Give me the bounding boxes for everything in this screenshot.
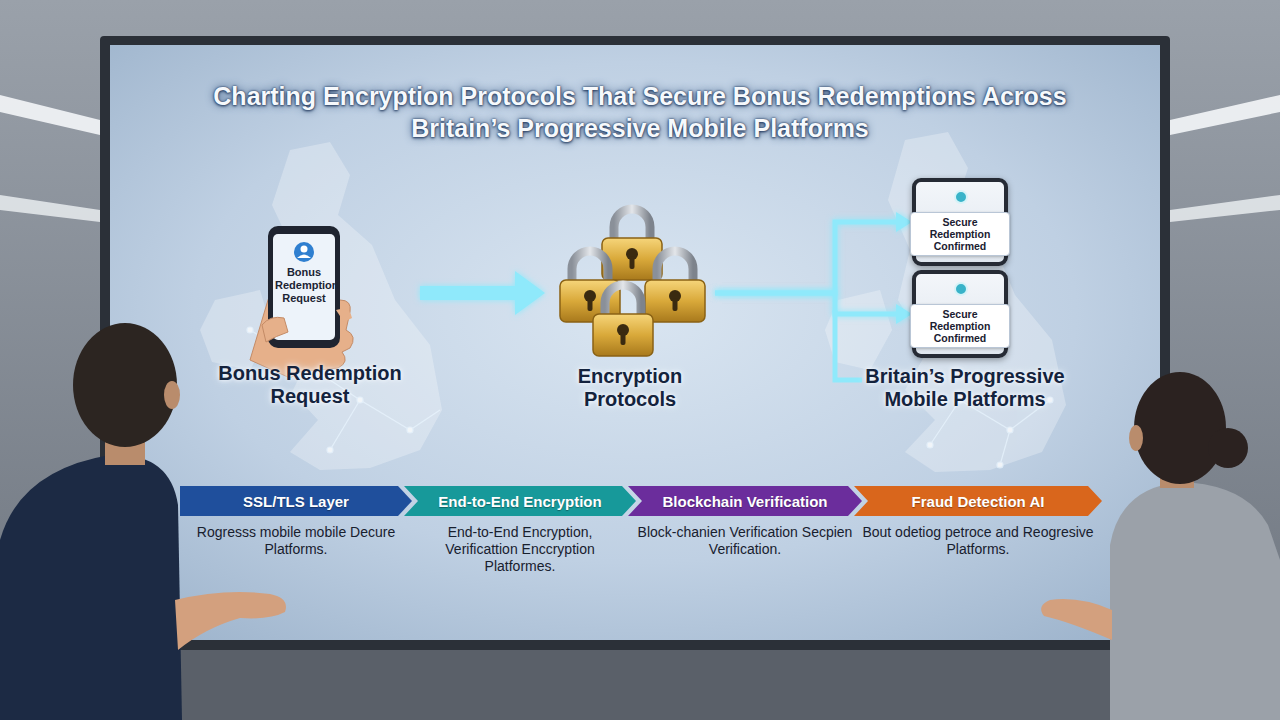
step-description: Block-chanien Verification Secpien Verif…: [636, 524, 854, 558]
woman-silhouette: [1208, 428, 1248, 468]
chevron-band: SSL/TLS Layer: [180, 486, 412, 516]
mobile-phone-node: Secure Redemption Confirmed: [912, 270, 1008, 358]
network-lines: [410, 410, 440, 430]
woman-silhouette: [1041, 599, 1112, 640]
network-lines: [327, 447, 333, 453]
process-chevron: Fraud Detection AI Bout odetiog petroce a…: [854, 486, 1102, 578]
illustration-node: Bonus Redemption RequestBonus Redemption…: [200, 222, 420, 414]
app-icon: [954, 190, 968, 204]
step-heading: End-to-End Encryption: [438, 493, 601, 510]
room-wall: [0, 195, 100, 222]
man-silhouette: [164, 381, 180, 409]
flow-arrow: [715, 212, 912, 293]
chevron-band: Fraud Detection AI: [854, 486, 1102, 516]
padlock-group: [645, 251, 705, 322]
app-icon: [954, 282, 968, 296]
step-heading: Fraud Detection AI: [912, 493, 1045, 510]
diagram-title: Charting Encryption Protocols That Secur…: [190, 80, 1090, 144]
network-lines: [1047, 397, 1053, 403]
confirmation-badge: Secure Redemption Confirmed: [910, 304, 1010, 348]
process-chevron: SSL/TLS LayerRogresss mobile mobile Decu…: [180, 486, 412, 578]
process-chevron: Blockchain VerificationBlock-chanien Ver…: [628, 486, 862, 578]
uk-map: [272, 142, 442, 470]
display-screen: [100, 36, 1170, 650]
display-screen: [100, 36, 1170, 650]
man-silhouette: [105, 430, 145, 465]
hand-holding-phone: [336, 309, 352, 322]
uk-map: [200, 132, 1066, 472]
network-lines: [1000, 430, 1010, 465]
arrow-head: [515, 271, 545, 315]
padlock-group: [593, 285, 653, 356]
hand-holding-phone: [262, 317, 288, 342]
network-lines: [407, 427, 413, 433]
room-wall: [0, 95, 100, 135]
woman-silhouette: [1110, 482, 1280, 720]
branch-bracket: [835, 310, 862, 380]
uk-map: [888, 132, 1066, 472]
step-description: Rogresss mobile mobile Decure Platforms.: [188, 524, 404, 558]
node-label: Bonus Redemption Request: [210, 362, 410, 408]
padlock-group: [560, 209, 705, 356]
hand-holding-phone: [301, 246, 308, 253]
room-wall: [1170, 195, 1280, 222]
man-silhouette: [0, 323, 286, 720]
illustration-node: Encryption Protocols: [545, 200, 715, 414]
chevron-band: Blockchain Verification: [628, 486, 862, 516]
step-heading: Blockchain Verification: [662, 493, 827, 510]
process-chevron: End-to-End EncryptionEnd-to-End Encrypti…: [404, 486, 636, 578]
woman-silhouette: [1134, 372, 1226, 484]
network-lines: [927, 442, 933, 448]
chevron-band: End-to-End Encryption: [404, 486, 636, 516]
phone-screen-text: Bonus Redemption Request: [275, 266, 333, 305]
hand-holding-phone: [294, 242, 314, 262]
hand-holding-phone: [250, 226, 353, 378]
network-lines: [330, 400, 360, 450]
network-lines: [357, 397, 363, 403]
woman-silhouette: [1160, 460, 1194, 488]
flow-arrow: [420, 271, 545, 315]
confirmation-badge: Secure Redemption Confirmed: [910, 212, 1010, 256]
room-wall: [0, 650, 1280, 720]
node-label: Encryption Protocols: [545, 365, 715, 411]
step-description: Bout odetiog petroce and Reogresive Plat…: [862, 524, 1094, 558]
platform-label: Britain’s Progressive Mobile Platforms: [850, 365, 1080, 411]
network-lines: [360, 400, 410, 430]
network-lines: [997, 462, 1003, 468]
step-heading: SSL/TLS Layer: [243, 493, 349, 510]
man-silhouette: [0, 455, 182, 720]
woman-silhouette: [1129, 425, 1143, 451]
woman-silhouette: [1041, 372, 1280, 720]
network-lines: [1007, 427, 1013, 433]
room-wall: [1170, 95, 1280, 135]
display-screen: [110, 45, 1160, 640]
branch-bracket: [835, 310, 862, 380]
hand-holding-phone: [297, 255, 311, 259]
arrow-line: [420, 286, 517, 300]
flow-arrow: [715, 293, 912, 324]
network-lines: [247, 327, 253, 333]
man-silhouette: [175, 592, 286, 650]
man-silhouette: [73, 323, 177, 447]
arrow-line: [715, 293, 898, 314]
step-description: End-to-End Encryption, Verificattion Enc…: [412, 524, 628, 575]
mobile-phone-node: Secure Redemption Confirmed: [912, 178, 1008, 266]
arrow-line: [715, 222, 898, 293]
